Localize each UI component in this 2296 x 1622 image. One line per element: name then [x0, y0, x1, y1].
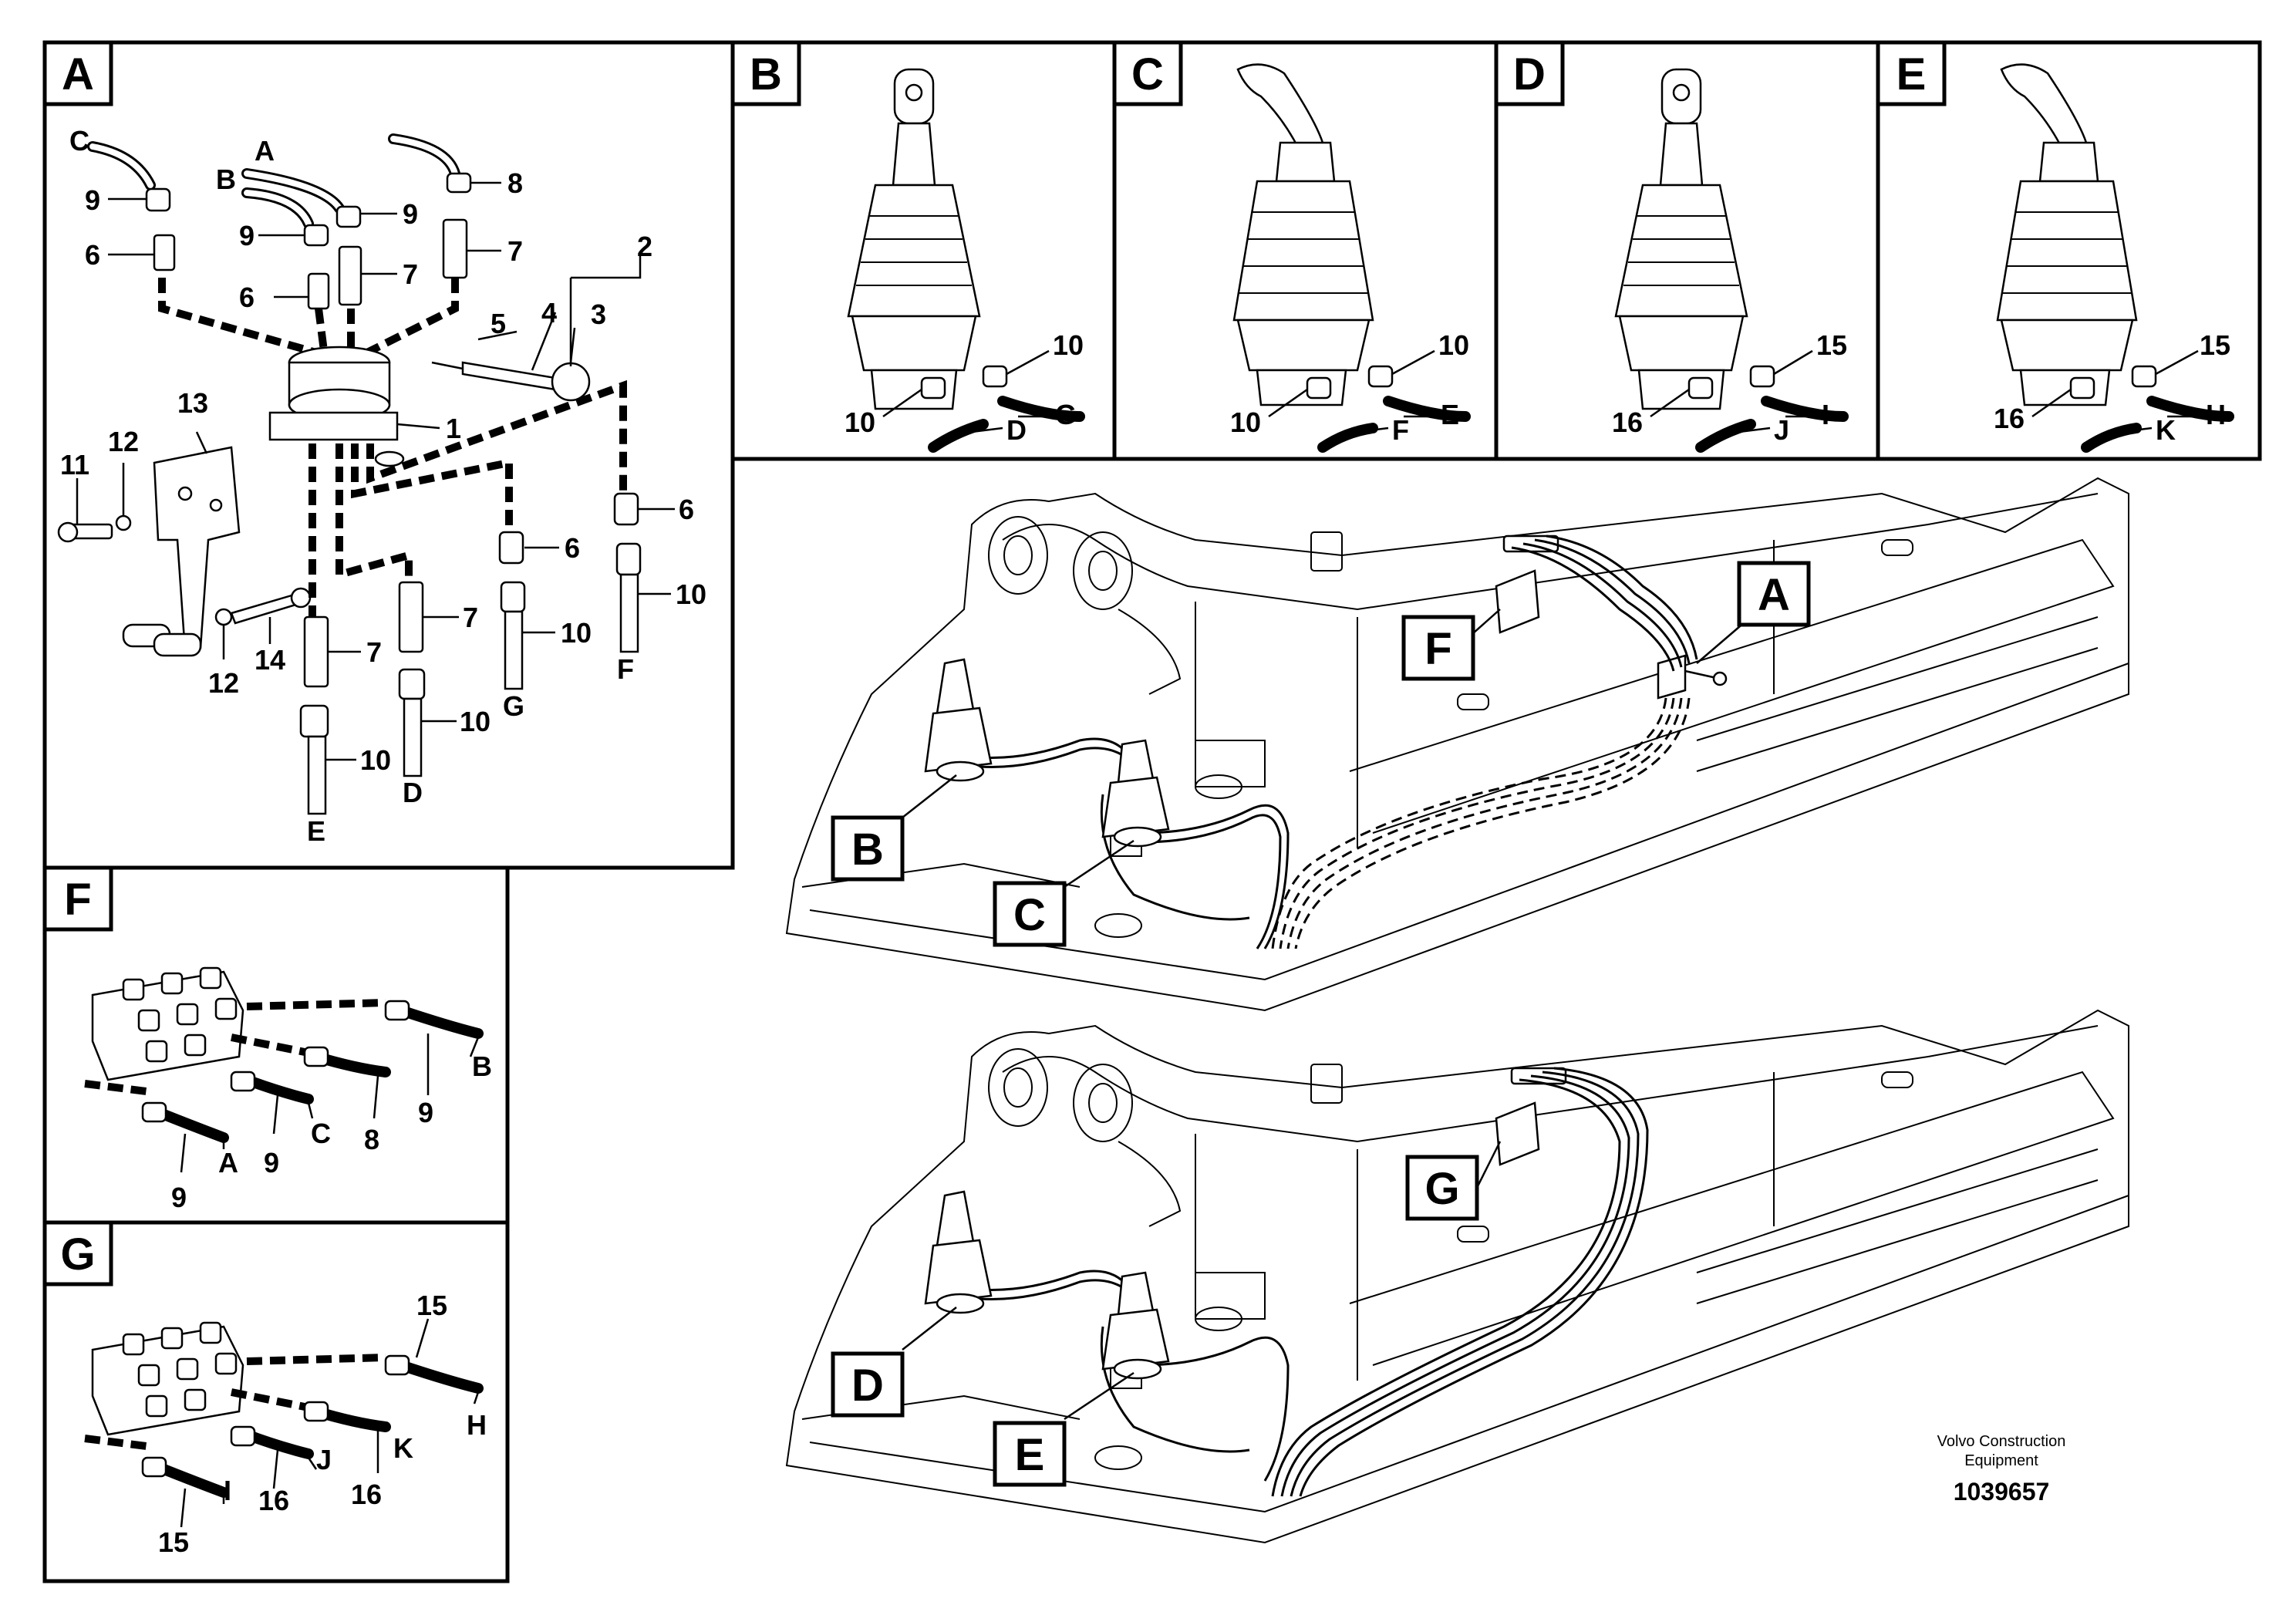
label-hose-a: A [218, 1147, 238, 1179]
panel-b: B 10 10 D G [730, 40, 1117, 461]
callout-d: D [851, 1361, 884, 1411]
label-hose-i: I [1822, 399, 1829, 430]
label-9b: 9 [264, 1147, 279, 1179]
panel-g-tag: G [60, 1229, 95, 1280]
label-hose-k: K [2156, 414, 2176, 446]
label-hose-j: J [316, 1444, 332, 1475]
label-9a: 9 [85, 184, 100, 216]
label-hose-c: C [311, 1118, 331, 1149]
lower-frame-view: G D E [785, 1009, 2129, 1544]
label-9c: 9 [403, 198, 418, 230]
label-10a: 10 [1053, 329, 1084, 361]
panel-a: A [42, 40, 735, 870]
label-13: 13 [177, 387, 208, 419]
label-6b: 6 [239, 282, 255, 313]
label-10b: 10 [1230, 406, 1261, 438]
document-number: 1039657 [1954, 1478, 2050, 1506]
label-hose-d: D [1006, 414, 1027, 446]
callout-g: G [1424, 1164, 1459, 1214]
label-11: 11 [60, 449, 89, 481]
panel-d: D 15 16 J I [1494, 40, 1880, 461]
label-10a: 10 [1438, 329, 1469, 361]
brand-line-2: Equipment [1964, 1452, 2038, 1469]
label-hose-g: G [1055, 399, 1077, 430]
callout-c: C [1013, 890, 1046, 940]
panel-c-tag: C [1131, 49, 1164, 99]
label-16: 16 [1612, 406, 1643, 438]
panel-f: F B 9 C 8 A 9 [42, 865, 510, 1225]
label-hose-g: G [503, 690, 524, 722]
label-hose-h: H [2206, 399, 2226, 430]
label-15: 15 [2200, 329, 2230, 361]
label-16: 16 [1994, 403, 2025, 434]
label-8: 8 [364, 1124, 379, 1155]
label-9b: 9 [239, 220, 255, 251]
label-12a: 12 [108, 426, 139, 457]
label-7b: 7 [507, 235, 523, 267]
callout-b: B [851, 824, 884, 875]
label-10d: 10 [360, 744, 391, 776]
label-14: 14 [255, 644, 285, 676]
label-10b: 10 [845, 406, 875, 438]
label-hose-j: J [1774, 414, 1789, 446]
label-10c: 10 [460, 706, 491, 737]
label-7c: 7 [366, 636, 382, 668]
label-hose-e: E [1441, 399, 1459, 430]
callout-e: E [1015, 1430, 1045, 1480]
label-12b: 12 [208, 667, 239, 699]
label-9c: 9 [171, 1182, 187, 1213]
panel-g: G 15 H K J 16 16 I 15 [42, 1220, 510, 1583]
label-8: 8 [507, 167, 523, 199]
label-hose-h: H [467, 1409, 487, 1441]
upper-frame-view: A F B C [785, 477, 2129, 1012]
label-hose-i: I [224, 1475, 231, 1506]
label-5: 5 [491, 308, 506, 339]
label-6d: 6 [679, 494, 694, 525]
callout-f: F [1424, 624, 1451, 674]
label-9a: 9 [418, 1097, 433, 1128]
footer: Volvo Construction Equipment 1039657 [1937, 1433, 2066, 1506]
label-16a: 16 [258, 1485, 289, 1516]
label-10a: 10 [676, 578, 706, 610]
label-hose-c: C [69, 125, 89, 157]
label-15a: 15 [416, 1290, 447, 1321]
panel-f-tag: F [64, 875, 91, 925]
label-15: 15 [1816, 329, 1847, 361]
label-hose-f: F [1392, 414, 1409, 446]
brand-line-1: Volvo Construction [1937, 1433, 2066, 1450]
label-hose-b: B [216, 164, 236, 195]
label-16b: 16 [351, 1479, 382, 1510]
label-7a: 7 [403, 258, 418, 290]
panel-d-tag: D [1513, 49, 1546, 99]
label-10b: 10 [561, 617, 592, 649]
label-hose-k: K [393, 1432, 413, 1464]
panel-c: C 10 10 F E [1112, 40, 1499, 461]
label-hose-d: D [403, 777, 423, 808]
label-6c: 6 [565, 532, 580, 564]
label-7d: 7 [463, 602, 478, 633]
label-1: 1 [446, 413, 461, 444]
panel-e: E 15 16 K H [1876, 40, 2262, 461]
callout-a: A [1758, 570, 1790, 620]
label-15b: 15 [158, 1526, 189, 1558]
panel-a-tag: A [62, 49, 94, 99]
label-hose-b: B [472, 1050, 492, 1082]
label-hose-a: A [255, 135, 275, 167]
label-hose-e: E [307, 815, 325, 847]
label-2: 2 [637, 231, 652, 262]
label-hose-f: F [617, 653, 634, 685]
label-4: 4 [541, 297, 557, 329]
label-3: 3 [591, 298, 606, 330]
label-6a: 6 [85, 239, 100, 271]
panel-b-tag: B [750, 49, 782, 99]
panel-e-tag: E [1896, 49, 1927, 99]
